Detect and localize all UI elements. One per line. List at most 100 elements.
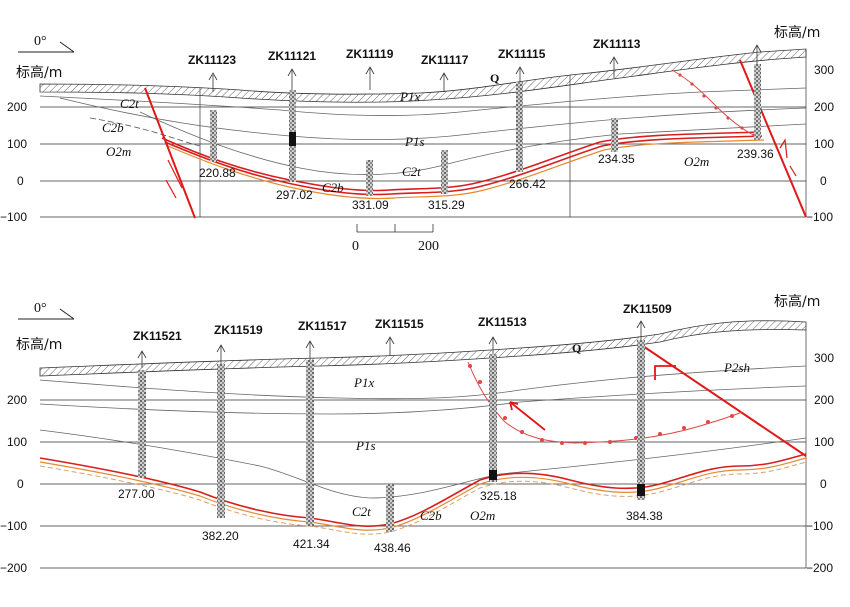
borehole-depth: 239.36: [737, 147, 774, 161]
borehole-core: [489, 354, 497, 482]
dotted-fault-curve-bottom: [467, 361, 743, 444]
orientation-label-bottom: 0°: [34, 301, 47, 316]
scale-bar: 0 200: [352, 224, 439, 254]
borehole-zk11123[interactable]: ZK11123 220.88: [188, 53, 236, 180]
coal-seam-1-top: [161, 131, 761, 192]
coal-core-marker: [289, 132, 296, 146]
ytick-right-300-top: 300: [814, 63, 834, 77]
borehole-core: [217, 364, 225, 518]
borehole-depth: 331.09: [352, 198, 389, 212]
stratum-c2t-left-top: C2t: [120, 96, 139, 111]
fault-reverse-bottom: [639, 343, 807, 457]
borehole-core: [611, 118, 618, 152]
borehole-depth: 277.00: [118, 487, 155, 501]
borehole-zk11509[interactable]: ZK11509 384.38: [623, 302, 672, 523]
ytick-right-0-top: 0: [820, 174, 827, 188]
orientation-label-top: 0°: [34, 34, 47, 49]
stratum-c2t-mid-top: C2t: [402, 164, 421, 179]
borehole-label: ZK11119: [346, 47, 394, 61]
fault-left-top: [144, 87, 196, 219]
borehole-label: ZK11517: [298, 319, 347, 333]
fault-arrow-mid-bottom: [509, 401, 546, 431]
borehole-depth: 266.42: [509, 177, 546, 191]
fault-arrows-left-top: [165, 159, 183, 199]
ytick-right-minus200-bottom: −200: [806, 561, 833, 575]
bottom-section: 0° 标高/m 标高/m 200 100 0 −100 −200 300 200…: [0, 293, 834, 575]
stratum-q-bottom: Q: [572, 341, 581, 355]
ytick-left-0-bottom: 0: [17, 477, 24, 491]
borehole-depth: 325.18: [480, 489, 517, 503]
coal-core-marker: [489, 470, 497, 480]
stratum-p1x-bottom: P1x: [353, 375, 374, 390]
stratum-c2t-bottom: C2t: [352, 504, 371, 519]
stratum-c2b-left-top: C2b: [102, 120, 124, 135]
orientation-arrow-top: [59, 41, 75, 53]
borehole-label: ZK11521: [133, 329, 182, 343]
boundary-c2-bottom: [39, 429, 807, 499]
dotted-markers-top: [678, 73, 756, 137]
borehole-depth: 438.46: [374, 541, 411, 555]
ytick-left-minus100-bottom: −100: [0, 519, 27, 533]
elevation-unit-label-left-bottom: 标高/m: [16, 336, 62, 353]
ytick-right-minus100-top: −100: [806, 210, 833, 224]
borehole-right-unlabeled[interactable]: 239.36: [737, 44, 774, 161]
borehole-zk11517[interactable]: ZK11517 421.34: [293, 319, 347, 551]
fault-arrowhead-mid-bottom: [509, 401, 519, 411]
ytick-right-200-bottom: 200: [814, 393, 834, 407]
borehole-depth: 315.29: [428, 198, 465, 212]
ytick-left-minus100-top: −100: [0, 210, 27, 224]
stratum-q-top: Q: [490, 71, 499, 85]
stratum-o2m-left-top: O2m: [106, 144, 131, 159]
borehole-zk11121[interactable]: ZK11121 297.02: [268, 49, 316, 202]
coal-core-marker: [637, 484, 645, 496]
scale-bar-start: 0: [352, 239, 359, 254]
dotted-fault-curve-top: [671, 69, 761, 139]
borehole-zk11519[interactable]: ZK11519 382.20: [202, 323, 263, 543]
ytick-left-0-top: 0: [17, 174, 24, 188]
borehole-zk11521[interactable]: ZK11521 277.00: [118, 329, 182, 501]
coal-seam-1-bottom: [39, 453, 807, 527]
borehole-depth: 220.88: [199, 166, 236, 180]
boundary-p1s-bottom: [39, 385, 807, 415]
boundary-p1x-top: [39, 87, 807, 117]
stratum-c2b-mid-top: C2b: [322, 180, 344, 195]
borehole-zk11115[interactable]: ZK11115 266.42: [498, 47, 546, 191]
borehole-zk11515[interactable]: ZK11515 438.46: [374, 317, 424, 555]
fault-right-top: [739, 59, 807, 218]
borehole-core: [637, 340, 645, 500]
boundary-p1s-top: [59, 97, 807, 141]
borehole-zk11117[interactable]: ZK11117 315.29: [421, 53, 469, 212]
borehole-core: [386, 484, 394, 532]
borehole-label: ZK11515: [375, 317, 424, 331]
borehole-core: [754, 64, 761, 140]
fault-arrows-right-top: [779, 138, 797, 177]
boundary-c2b-dashed-top: [89, 117, 201, 147]
ytick-left-200-top: 200: [7, 100, 27, 114]
ytick-right-100-bottom: 100: [814, 435, 834, 449]
ytick-left-100-top: 100: [7, 137, 27, 151]
limestone-line-top: [167, 139, 765, 200]
borehole-core: [306, 360, 314, 526]
limestone-line-1-bottom: [39, 457, 807, 531]
borehole-label: ZK11123: [188, 53, 236, 67]
borehole-zk11513[interactable]: ZK11513 325.18: [478, 315, 527, 503]
borehole-depth: 384.38: [626, 509, 663, 523]
ytick-right-300-bottom: 300: [814, 351, 834, 365]
borehole-label: ZK11519: [214, 323, 263, 337]
elevation-unit-label-right-bottom: 标高/m: [774, 293, 820, 310]
ytick-right-minus100-bottom: −100: [806, 519, 833, 533]
boundary-p1x-bottom: [39, 365, 807, 400]
borehole-zk11119[interactable]: ZK11119 331.09: [346, 47, 394, 212]
ytick-right-0-bottom: 0: [820, 477, 827, 491]
borehole-zk11113[interactable]: ZK11113 234.35: [593, 37, 641, 166]
elevation-unit-label-right-top: 标高/m: [774, 24, 820, 41]
borehole-depth: 382.20: [202, 529, 239, 543]
stratum-c2b-bottom: C2b: [420, 508, 442, 523]
ytick-left-minus200-bottom: −200: [0, 561, 27, 575]
borehole-core: [516, 82, 523, 172]
stratum-p1x-top: P1x: [399, 89, 420, 104]
borehole-depth: 234.35: [598, 152, 635, 166]
fault-arrow-right-bottom: [654, 365, 676, 380]
